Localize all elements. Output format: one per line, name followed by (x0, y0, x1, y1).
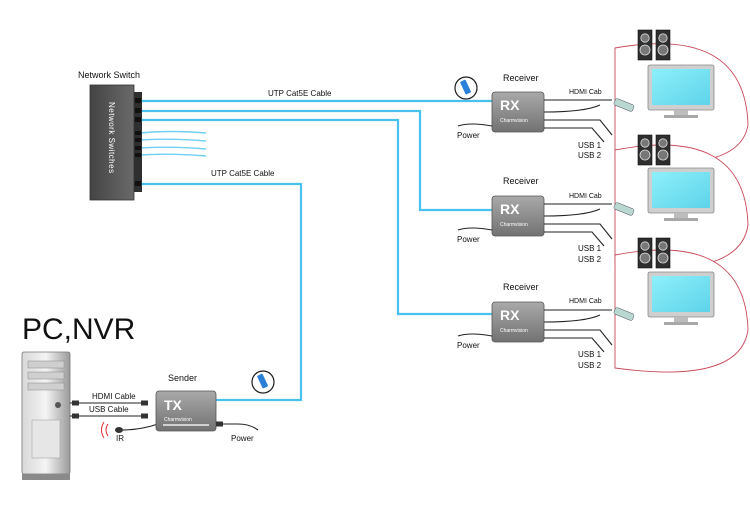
monitor-icon (647, 167, 715, 222)
receiver-3-power-label: Power (457, 341, 480, 350)
speaker-icon (655, 237, 671, 269)
receiver-1-power-label: Power (457, 131, 480, 140)
cable-switch-to-receiver-3 (140, 118, 492, 316)
receiver-2-ir-cable (543, 208, 601, 217)
ir-label: IR (116, 434, 124, 443)
network-switch-body-text: Network Switches (107, 102, 116, 174)
network-switch: Network Switch Network Switches (78, 70, 142, 201)
network-cable-extra-2 (139, 138, 207, 142)
rj45-plug-icon (454, 76, 478, 100)
receiver-1-hdmi-label: HDMI Cab (569, 89, 602, 96)
monitor-icon (647, 271, 715, 326)
receiver-1-brand: Charmvision (500, 118, 528, 124)
ir-sensor-icon (101, 421, 123, 439)
receiver-3: Receiver RX Charmvision HDMI Cab Power U… (457, 237, 749, 373)
receiver-3-hdmi-label: HDMI Cab (569, 298, 602, 305)
receiver-3-brand: Charmvision (500, 328, 528, 334)
receiver-1: Receiver RX Charmvision HDMI Cab Power U… (457, 29, 749, 164)
network-switch-title: Network Switch (78, 70, 140, 80)
receiver-2-usb2-label: USB 2 (578, 255, 602, 264)
sender-title: Sender (168, 373, 197, 383)
receiver-1-usb2-label: USB 2 (578, 151, 602, 160)
hdmi-cable-label: HDMI Cable (92, 392, 136, 401)
receiver-2: Receiver RX Charmvision HDMI Cab Power U… (457, 134, 749, 269)
rj45-plug-icon (251, 370, 275, 394)
sender-power-label: Power (231, 434, 254, 443)
sender-power-cable (216, 423, 259, 431)
receiver-2-power-label: Power (457, 235, 480, 244)
receiver-3-power-cable (457, 333, 493, 337)
ir-cable-line (121, 423, 159, 431)
receiver-3-title: Receiver (503, 282, 539, 292)
speaker-icon (637, 134, 653, 166)
receiver-1-title: Receiver (503, 73, 539, 83)
receiver-3-usb1-cable (544, 329, 613, 346)
cable-label-lower: UTP Cat5E Cable (211, 169, 275, 178)
receiver-2-usb1-label: USB 1 (578, 244, 602, 253)
receiver-2-title: Receiver (503, 176, 539, 186)
receiver-3-usb2-label: USB 2 (578, 361, 602, 370)
receiver-2-box-label: RX (500, 201, 520, 217)
speaker-icon (655, 29, 671, 61)
receiver-2-usb2-cable (544, 231, 605, 247)
receiver-1-usb2-cable (544, 127, 605, 143)
receiver-1-ir-cable (543, 104, 601, 113)
speaker-icon (655, 134, 671, 166)
receiver-1-box-label: RX (500, 97, 520, 113)
sender: Sender TX Charmvision Power (155, 373, 259, 443)
receiver-1-usb1-label: USB 1 (578, 141, 602, 150)
receiver-3-box-label: RX (500, 307, 520, 323)
receiver-2-power-cable (457, 227, 493, 231)
usb-cable-label: USB Cable (89, 405, 129, 414)
source-pc: PC,NVR HDMI Cable USB Cable IR (21, 313, 159, 480)
network-cable-extra-1 (139, 130, 207, 134)
network-switch-body (89, 84, 135, 201)
cat5e-cables (139, 99, 492, 402)
cable-label-upper: UTP Cat5E Cable (268, 89, 332, 98)
receiver-2-brand: Charmvision (500, 222, 528, 228)
sender-box (155, 390, 217, 432)
receiver-2-usb1-cable (544, 223, 613, 240)
pc-tower-icon (21, 351, 71, 480)
network-cable-extra-3 (139, 146, 207, 150)
monitor-icon (647, 64, 715, 119)
receiver-3-usb1-label: USB 1 (578, 350, 602, 359)
receiver-2-hdmi-label: HDMI Cab (569, 193, 602, 200)
cable-switch-to-sender (140, 182, 303, 402)
cable-switch-to-receiver-2 (140, 109, 492, 212)
receiver-1-power-cable (457, 123, 493, 127)
sender-brand: Charmvision (164, 417, 192, 423)
receiver-3-usb2-cable (544, 337, 605, 353)
speaker-icon (637, 237, 653, 269)
receiver-1-usb1-cable (544, 119, 613, 136)
speaker-icon (637, 29, 653, 61)
sender-box-label: TX (164, 397, 183, 413)
source-pc-title: PC,NVR (22, 313, 135, 346)
receiver-3-ir-cable (543, 314, 601, 323)
network-cable-extra-4 (139, 153, 207, 157)
